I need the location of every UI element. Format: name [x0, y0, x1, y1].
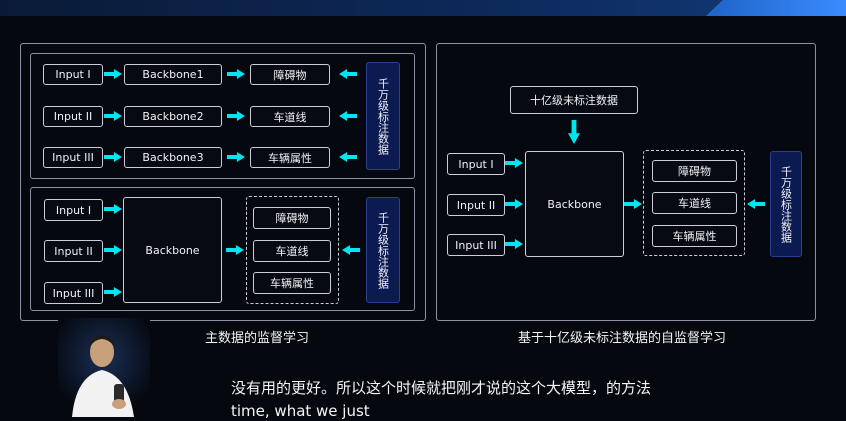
output-box: 障碍物	[253, 207, 331, 229]
arrow-right-icon	[104, 111, 122, 121]
label-data-box: 千万级标注数据	[366, 197, 400, 303]
arrow-right-icon	[624, 199, 642, 209]
backbone-box: Backbone	[525, 151, 624, 257]
outputs-group	[246, 196, 339, 304]
output-box: 车道线	[652, 192, 737, 214]
output-box: 车道线	[253, 240, 331, 262]
arrow-right-icon	[227, 152, 245, 162]
output-box: 障碍物	[250, 64, 330, 85]
input-box: Input I	[43, 64, 103, 85]
arrow-right-icon	[505, 158, 523, 168]
arrow-left-icon	[342, 245, 360, 255]
arrow-left-icon	[339, 111, 357, 121]
left-panel	[20, 43, 426, 321]
left-bottom-subpanel	[30, 187, 415, 311]
label-data-box: 千万级标注数据	[770, 151, 802, 257]
arrow-right-icon	[505, 199, 523, 209]
input-box: Input III	[43, 147, 103, 168]
backbone-box: Backbone2	[124, 106, 222, 127]
arrow-right-icon	[227, 111, 245, 121]
arrow-right-icon	[227, 69, 245, 79]
input-box: Input I	[447, 153, 505, 175]
arrow-left-icon	[339, 152, 357, 162]
output-box: 车辆属性	[250, 147, 330, 168]
output-box: 障碍物	[652, 160, 737, 182]
subtitle-line: time, what we just	[231, 402, 370, 420]
output-box: 车辆属性	[253, 272, 331, 294]
arrow-right-icon	[104, 69, 122, 79]
arrow-right-icon	[104, 152, 122, 162]
input-box: Input II	[44, 240, 103, 262]
input-box: Input II	[43, 106, 103, 127]
right-caption: 基于十亿级未标注数据的自监督学习	[518, 331, 727, 346]
arrow-right-icon	[104, 245, 122, 255]
arrow-right-icon	[226, 245, 244, 255]
output-box: 车辆属性	[652, 225, 737, 247]
unlabeled-data-box: 十亿级未标注数据	[510, 86, 638, 114]
left-top-subpanel	[30, 53, 415, 179]
input-box: Input II	[447, 194, 505, 216]
backbone-box: Backbone	[123, 197, 222, 303]
top-banner	[0, 0, 846, 16]
label-data-box: 千万级标注数据	[366, 62, 400, 170]
subtitle-line: 没有用的更好。所以这个时候就把刚才说的这个大模型，的方法	[231, 379, 652, 397]
outputs-group	[643, 150, 745, 256]
banner-accent	[706, 0, 846, 16]
output-box: 车道线	[250, 106, 330, 127]
input-box: Input I	[44, 199, 103, 221]
arrow-left-icon	[747, 199, 765, 209]
arrow-down-icon	[568, 120, 580, 144]
backbone-box: Backbone3	[124, 147, 222, 168]
arrow-right-icon	[104, 204, 122, 214]
speaker-image	[58, 318, 150, 417]
left-caption: 主数据的监督学习	[205, 331, 310, 346]
input-box: Input III	[44, 282, 103, 304]
backbone-box: Backbone1	[124, 64, 222, 85]
input-box: Input III	[447, 234, 505, 256]
right-panel	[436, 43, 816, 321]
arrow-left-icon	[339, 69, 357, 79]
arrow-right-icon	[104, 287, 122, 297]
arrow-right-icon	[505, 239, 523, 249]
